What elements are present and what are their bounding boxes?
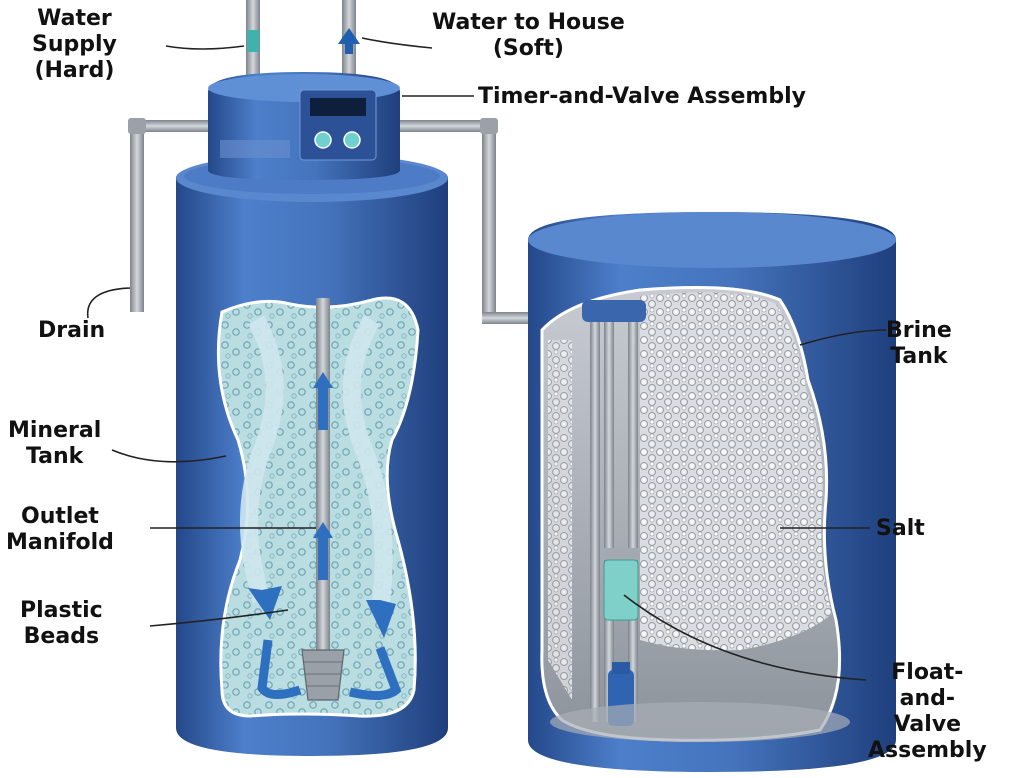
label-water-supply-line: Water — [37, 6, 112, 31]
salt-pile — [640, 292, 832, 651]
label-salt: Salt — [876, 516, 925, 541]
label-water-to-house: Water to House (Soft) — [432, 10, 625, 62]
mineral-tank — [176, 154, 448, 756]
brine-tank — [528, 212, 896, 772]
label-water-supply-line: (Hard) — [34, 58, 115, 83]
timer-button — [314, 131, 332, 149]
label-brine-tank-line: Brine — [886, 318, 952, 343]
label-outlet-manifold-line: Outlet — [21, 504, 99, 529]
hard-water-flow-icon — [247, 30, 259, 52]
label-plastic-beads-line: Plastic — [20, 598, 103, 623]
brine-well — [582, 300, 646, 722]
drain-pipe — [128, 118, 220, 312]
timer-valve-head — [208, 72, 400, 180]
label-outlet-manifold-line: Manifold — [6, 530, 114, 555]
timer-display — [310, 98, 366, 116]
label-float-valve-line: and- — [899, 686, 956, 711]
label-water-to-house-line: (Soft) — [492, 36, 564, 61]
label-float-valve-line: Float- — [891, 660, 964, 685]
timer-button — [343, 131, 361, 149]
label-drain: Drain — [38, 318, 106, 343]
outlet-manifold — [301, 298, 345, 701]
label-water-supply-line: Supply — [32, 32, 117, 57]
supply-pipes — [246, 0, 360, 82]
label-float-valve-assembly: Float- and- Valve Assembly — [868, 660, 987, 764]
label-float-valve-line: Valve — [893, 712, 962, 737]
label-plastic-beads: Plastic Beads — [20, 598, 103, 650]
label-mineral-tank-line: Mineral — [8, 418, 102, 443]
leader-lines — [86, 37, 887, 681]
soft-water-arrow-icon — [338, 28, 360, 54]
label-water-supply: Water Supply (Hard) — [32, 6, 117, 84]
label-plastic-beads-line: Beads — [23, 624, 100, 649]
label-float-valve-line: Assembly — [868, 738, 987, 763]
label-mineral-tank: Mineral Tank — [8, 418, 101, 470]
brine-line-pipe — [390, 118, 532, 324]
label-water-to-house-line: Water to House — [432, 10, 625, 35]
label-brine-tank-line: Tank — [890, 344, 948, 369]
label-brine-tank: Brine Tank — [886, 318, 952, 370]
label-mineral-tank-line: Tank — [25, 444, 84, 469]
label-outlet-manifold: Outlet Manifold — [6, 504, 114, 556]
label-timer-valve-assembly: Timer-and-Valve Assembly — [478, 84, 806, 109]
